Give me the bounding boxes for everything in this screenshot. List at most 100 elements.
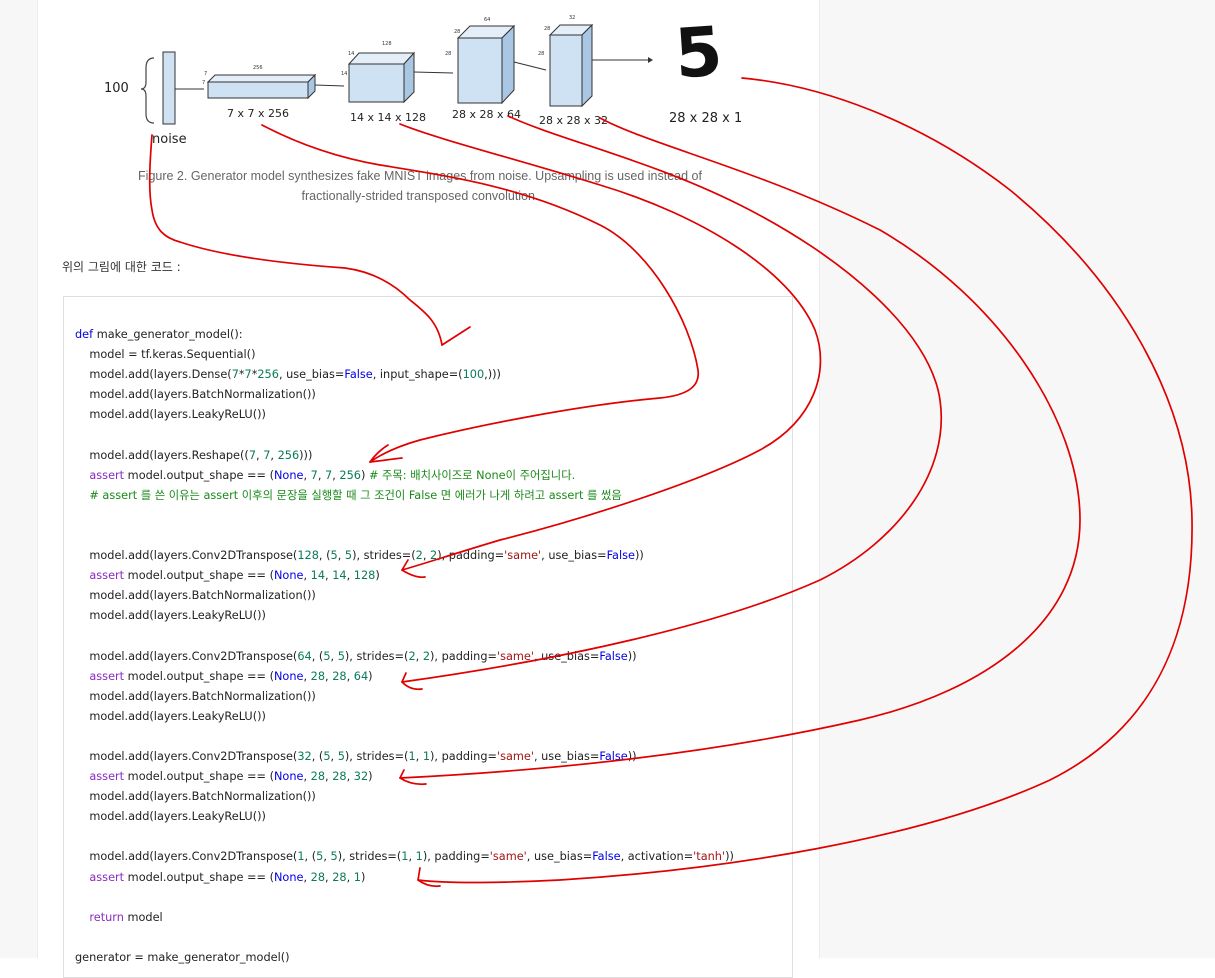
output-label: 28 x 28 x 1 — [669, 111, 743, 126]
arrow-2 — [314, 84, 345, 87]
code-token: 'same' — [504, 549, 542, 563]
code-token: 14 — [310, 569, 326, 583]
right-sidebar — [819, 0, 1215, 958]
code-token: None — [273, 569, 304, 583]
code-token: 5 — [330, 549, 338, 563]
code-token: return — [89, 910, 124, 924]
code-token: 256 — [277, 448, 300, 462]
code-token: model.add(layers.Conv2DTranspose( — [75, 749, 298, 763]
code-line — [75, 626, 734, 646]
code-token: , — [422, 549, 431, 563]
code-token: def — [75, 328, 97, 341]
code-line: model.add(layers.BatchNormalization()) — [75, 787, 734, 807]
code-line — [75, 928, 734, 948]
code-token: , — [303, 870, 311, 884]
noise-brace — [140, 57, 155, 124]
code-token: model.add(layers.Dense( — [75, 368, 232, 382]
code-token: model.add(layers.BatchNormalization()) — [75, 790, 316, 804]
code-token — [75, 911, 89, 924]
code-token: , — [303, 669, 311, 683]
code-token: ) — [360, 870, 366, 884]
code-token: , — [330, 749, 338, 763]
code-line: model.add(layers.Conv2DTranspose(64, (5,… — [75, 647, 734, 667]
code-line — [75, 425, 734, 445]
code-token: 7 — [325, 468, 333, 482]
code-token — [75, 670, 89, 683]
block-1-label: 7 x 7 x 256 — [227, 107, 289, 120]
code-line: model.add(layers.BatchNormalization()) — [75, 586, 734, 606]
block-2-dim-h: 14 — [348, 51, 355, 57]
block-2-label: 14 x 14 x 128 — [350, 111, 426, 124]
block-3-dim-c: 64 — [484, 17, 491, 23]
code-token: 256 — [257, 368, 279, 382]
block-4-dim-w: 28 — [538, 51, 545, 57]
code-token: 1 — [353, 870, 361, 884]
code-token: ), padding= — [422, 850, 490, 864]
code-token: False — [344, 368, 373, 382]
code-token: model.add(layers.BatchNormalization()) — [75, 388, 316, 402]
code-line: model.add(layers.Dense(7*7*256, use_bias… — [75, 365, 734, 385]
left-margin — [0, 0, 38, 958]
code-token: 1 — [415, 850, 423, 864]
code-token: , — [325, 669, 333, 683]
code-token: make_generator_model(): — [96, 328, 243, 341]
code-token: )) — [634, 549, 644, 563]
block-2-front — [348, 63, 405, 103]
code-token: model.add(layers.LeakyReLU()) — [75, 810, 266, 824]
code-token: assert — [89, 870, 125, 884]
noise-label: noise — [152, 132, 187, 147]
code-token: model.add(layers.BatchNormalization()) — [75, 689, 316, 703]
code-token: ), strides=( — [337, 850, 402, 864]
code-token: 2 — [422, 649, 431, 663]
intro-text: 위의 그림에 대한 코드 : — [62, 260, 181, 274]
code-token: model.add(layers.LeakyReLU()) — [75, 709, 266, 723]
code-line — [75, 526, 734, 546]
code-token: , — [325, 770, 333, 784]
code-token: , — [317, 468, 326, 482]
code-token: model.add(layers.Conv2DTranspose( — [75, 549, 298, 563]
code-token: 28 — [310, 669, 326, 683]
code-line: assert model.output_shape == (None, 7, 7… — [75, 466, 734, 486]
code-token: 'same' — [489, 850, 527, 864]
code-token: 28 — [310, 770, 326, 784]
code-token: ))) — [299, 448, 313, 462]
code-token: model.output_shape == ( — [124, 669, 274, 683]
code-token: 2 — [415, 549, 423, 563]
code-token: , — [303, 770, 311, 784]
code-token: assert — [89, 468, 125, 482]
block-3-label: 28 x 28 x 64 — [452, 108, 521, 121]
block-1-front — [207, 81, 309, 99]
code-token: 5 — [337, 749, 345, 763]
code-token: 'same' — [496, 749, 534, 763]
code-token: None — [273, 870, 304, 884]
output-digit-image: 5 — [672, 12, 725, 95]
code-token: 28 — [332, 669, 347, 683]
code-line: assert model.output_shape == (None, 28, … — [75, 868, 734, 888]
code-token: 5 — [316, 850, 324, 864]
code-token: , — [346, 770, 354, 784]
code-line: def make_generator_model(): — [75, 325, 734, 345]
code-token: # assert 를 쓴 이유는 assert 이후의 문장을 실행할 때 그 … — [89, 488, 622, 502]
code-token: , — [325, 569, 333, 583]
code-line: assert model.output_shape == (None, 14, … — [75, 566, 734, 586]
code-token: ), padding= — [437, 549, 505, 563]
code-token: 7 — [310, 468, 318, 482]
code-token: , — [346, 870, 354, 884]
code-token: 7 — [231, 368, 239, 382]
code-token: model.output_shape == ( — [124, 870, 274, 884]
block-3-front — [457, 37, 503, 104]
code-token: , — [415, 649, 423, 663]
code-token: 'same' — [496, 649, 534, 663]
code-token: model.add(layers.Reshape(( — [75, 448, 249, 462]
code-line: return model — [75, 908, 734, 928]
code-line: assert model.output_shape == (None, 28, … — [75, 667, 734, 687]
code-token: False — [599, 749, 628, 763]
arrow-5-head — [648, 57, 653, 63]
code-token — [75, 871, 89, 884]
code-token: ), padding= — [430, 649, 497, 663]
code-line: model.add(layers.LeakyReLU()) — [75, 606, 734, 626]
block-2-dim-w: 14 — [341, 71, 348, 77]
code-token: 64 — [353, 669, 369, 683]
code-token: model.add(layers.Conv2DTranspose( — [75, 850, 298, 864]
block-1-dim-c: 256 — [253, 65, 263, 71]
